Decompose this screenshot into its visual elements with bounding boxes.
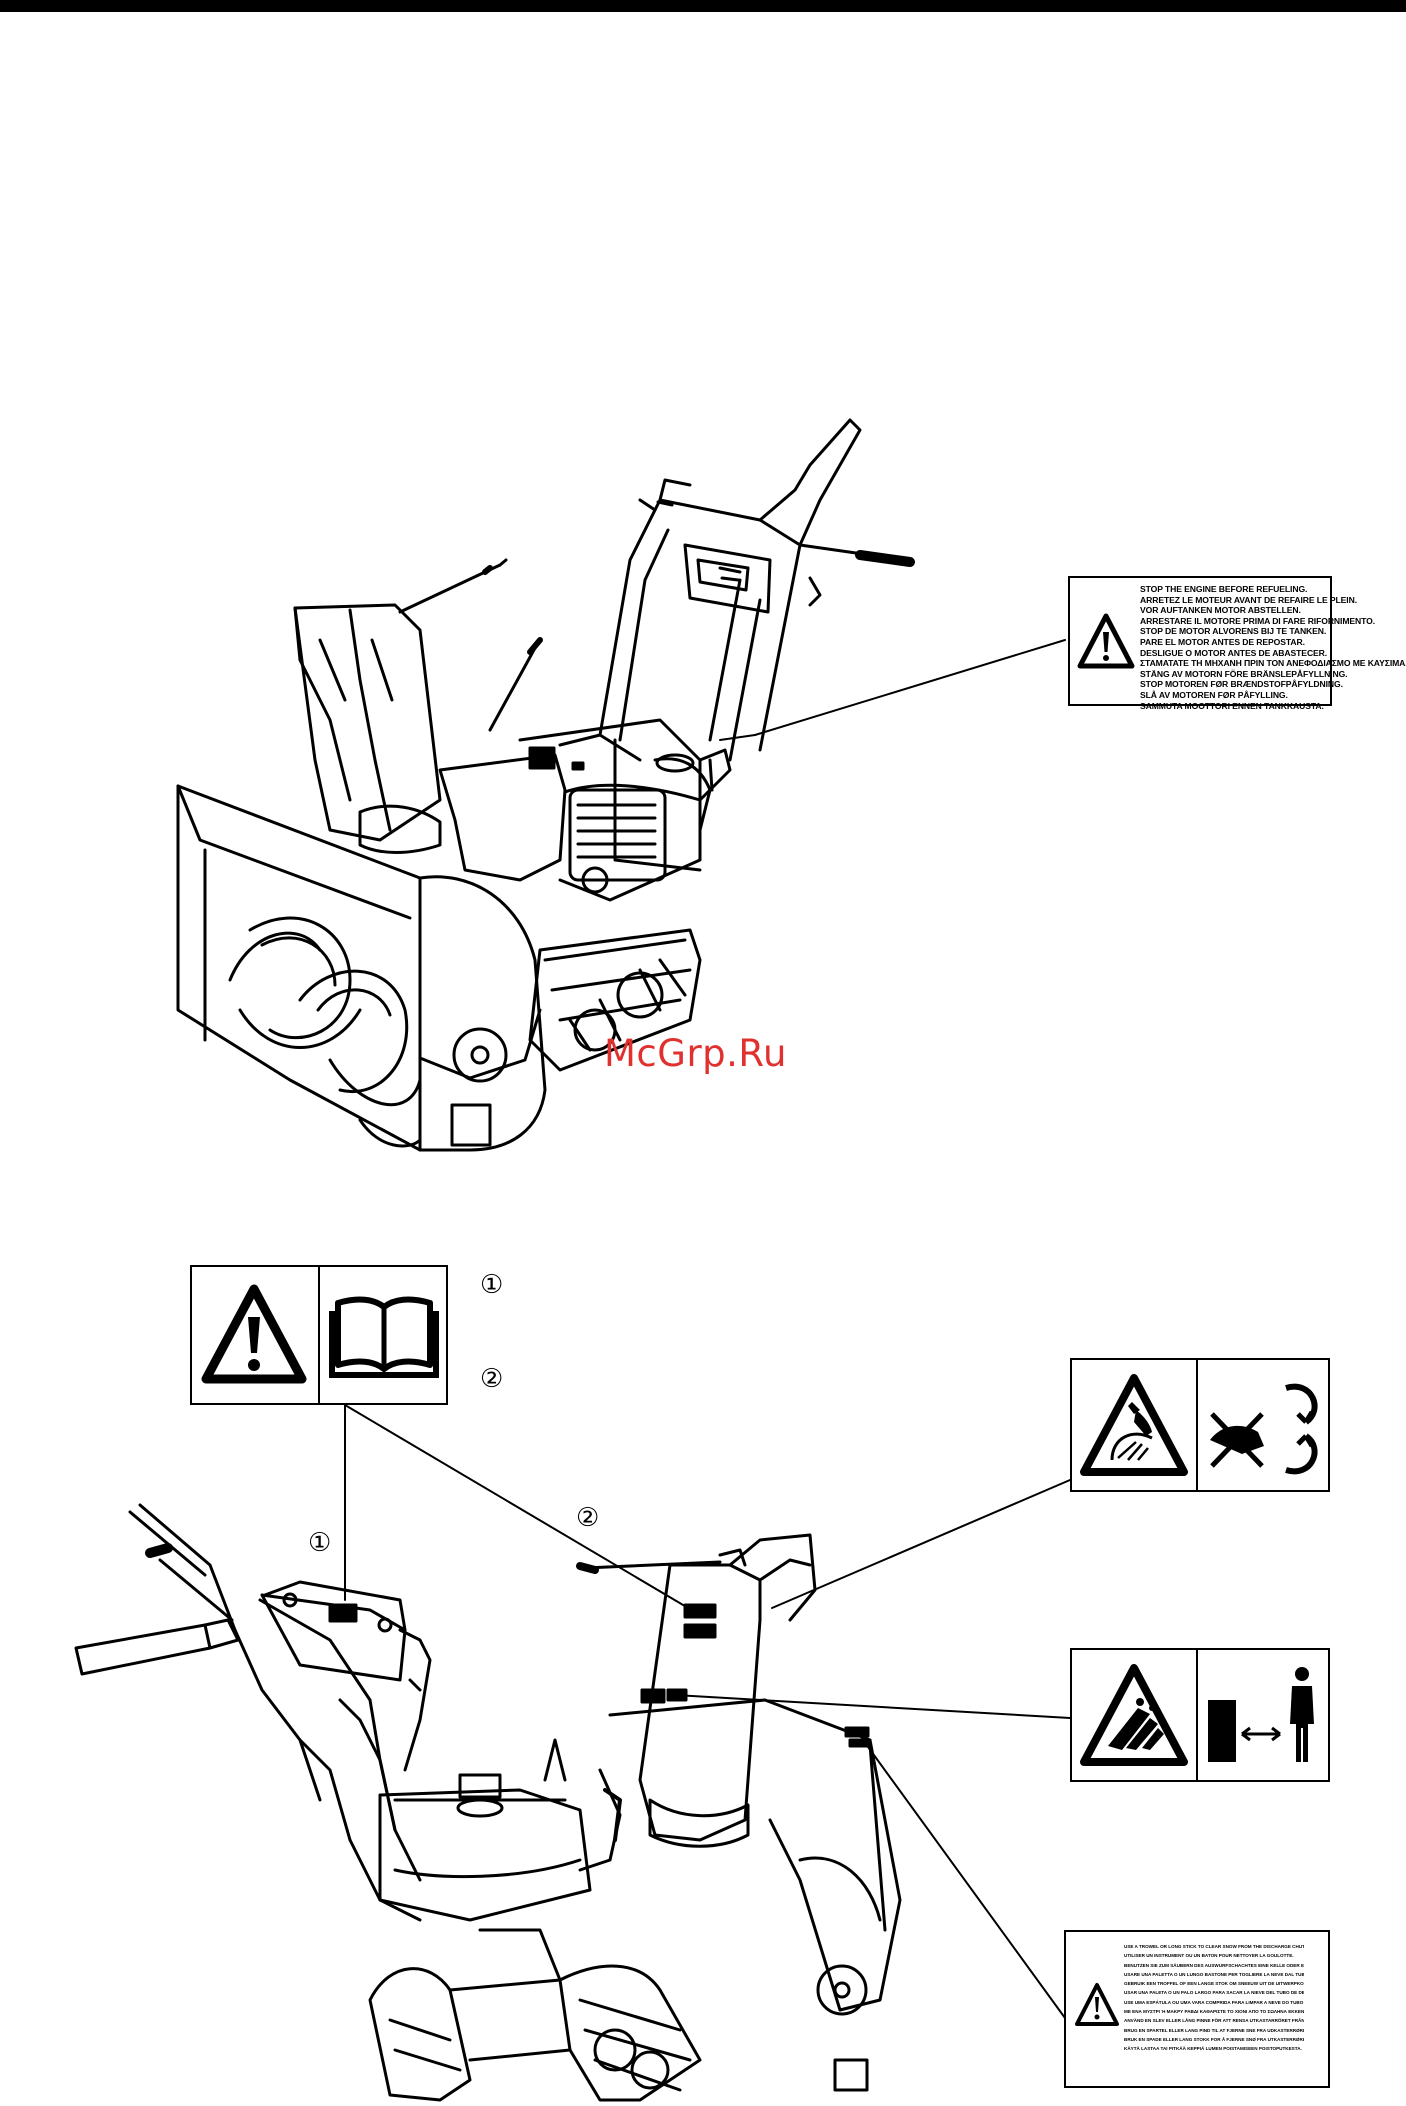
thrown-objects-hazard-icon <box>1078 1662 1190 1770</box>
stick-line: USE UMA ESPÁTULA OU UMA VARA COMPRIDA PA… <box>1124 1999 1304 2005</box>
stick-line: GEBRUIK EEN TROFFEL OF EEN LANGE STOK OM… <box>1124 1981 1304 1987</box>
auger-hazard-label <box>1070 1358 1330 1492</box>
callout-1: ① <box>480 1270 504 1300</box>
refuel-line: VOR AUFTANKEN MOTOR ABSTELLEN. <box>1140 605 1301 616</box>
top-border-bar <box>0 0 1406 12</box>
label-divider <box>318 1267 320 1403</box>
refuel-line: DESLIGUE O MOTOR ANTES DE ABASTECER. <box>1140 647 1328 658</box>
refuel-line: STOP MOTOREN FØR BRÆNDSTOFPÅFYLDNING. <box>1140 679 1343 690</box>
warning-triangle-icon <box>1074 1982 1120 2028</box>
snowblower-front-illustration <box>176 418 915 1152</box>
refuel-line: SAMMUTA MOOTTORI ENNEN TANKKAUSTA. <box>1140 700 1324 711</box>
refuel-line: PARE EL MOTOR ANTES DE REPOSTAR. <box>1140 636 1305 647</box>
warning-triangle-icon <box>1076 612 1136 672</box>
refuel-warning-label: STOP THE ENGINE BEFORE REFUELING. ARRETE… <box>1068 576 1406 711</box>
refuel-line: ΣΤΑΜΑΤΑΤΕ ΤΗ ΜΗΧΑΝΗ ΠΡΙΝ ΤΟΝ ΑΝΕΦΟΔΙΑΣΜΟ… <box>1140 658 1406 669</box>
stick-line: BRUK EN SPADE ELLER LANG STOKK FOR Å FJE… <box>1124 2036 1304 2042</box>
refuel-warning-text: STOP THE ENGINE BEFORE REFUELING. ARRETE… <box>1140 584 1406 711</box>
snowblower-rear-illustration <box>74 1503 902 2102</box>
refuel-line: SLÅ AV MOTOREN FØR PÅFYLLING. <box>1140 689 1288 700</box>
stick-line: USE A TROWEL OR LONG STICK TO CLEAR SNOW… <box>1124 1944 1304 1949</box>
stick-line: USARE UNA PALETTA O UN LUNGO BASTONE PER… <box>1124 1971 1304 1977</box>
stick-line: KÄYTÄ LASTAA TAI PITKÄÄ KEPPIÄ LUMEN POI… <box>1124 2046 1302 2052</box>
label-divider <box>1196 1650 1198 1780</box>
warning-triangle-icon <box>200 1281 308 1389</box>
no-hands-rotating-icon <box>1202 1370 1326 1482</box>
stick-line: BRUG EN SPARTEL ELLER LANG PIND TIL AT F… <box>1124 2027 1304 2033</box>
watermark: McGrp.Ru <box>604 1032 787 1075</box>
callout-2: ② <box>480 1364 504 1394</box>
refuel-line: STÄNG AV MOTORN FÖRE BRÄNSLEPÅFYLLNING. <box>1140 668 1348 679</box>
stick-line: UTILISER UN INSTRUMENT OU UN BATON POUR … <box>1124 1953 1294 1959</box>
machine-callout-2: ② <box>576 1503 600 1533</box>
refuel-line: ARRESTARE IL MOTORE PRIMA DI FARE RIFORN… <box>1140 615 1375 626</box>
auger-hand-hazard-icon <box>1078 1372 1190 1480</box>
keep-distance-person-icon <box>1202 1662 1326 1772</box>
open-book-icon <box>328 1295 440 1379</box>
refuel-line: STOP THE ENGINE BEFORE REFUELING. <box>1140 584 1308 594</box>
stick-line: ΜΕ ΕΝΑ ΜΥΣΤΡΙ Ή ΜΑΚΡΥ ΡΑΒΔΙ ΚΑΘΑΡΙΣΤΕ ΤΟ… <box>1124 2009 1304 2015</box>
clear-chute-warning-text: USE A TROWEL OR LONG STICK TO CLEAR SNOW… <box>1124 1942 1304 2054</box>
thrown-objects-label <box>1070 1648 1330 1782</box>
stick-line: BENUTZEN SIE ZUM SÄUBERN DES AUSWURFSCHA… <box>1124 1962 1304 1968</box>
stick-line: ANVÄND EN SLEV ELLER LÅNG PINNE FÖR ATT … <box>1124 2018 1304 2024</box>
clear-chute-warning-label: USE A TROWEL OR LONG STICK TO CLEAR SNOW… <box>1064 1930 1330 2088</box>
refuel-line: ARRETEZ LE MOTEUR AVANT DE REFAIRE LE PL… <box>1140 594 1357 605</box>
stick-line: USAR UNA PALETA O UN PALO LARGO PARA SAC… <box>1124 1990 1304 1996</box>
machine-callout-1: ① <box>308 1528 332 1558</box>
read-manual-label <box>190 1265 448 1405</box>
label-divider <box>1196 1360 1198 1490</box>
refuel-line: STOP DE MOTOR ALVORENS BIJ TE TANKEN. <box>1140 626 1327 637</box>
